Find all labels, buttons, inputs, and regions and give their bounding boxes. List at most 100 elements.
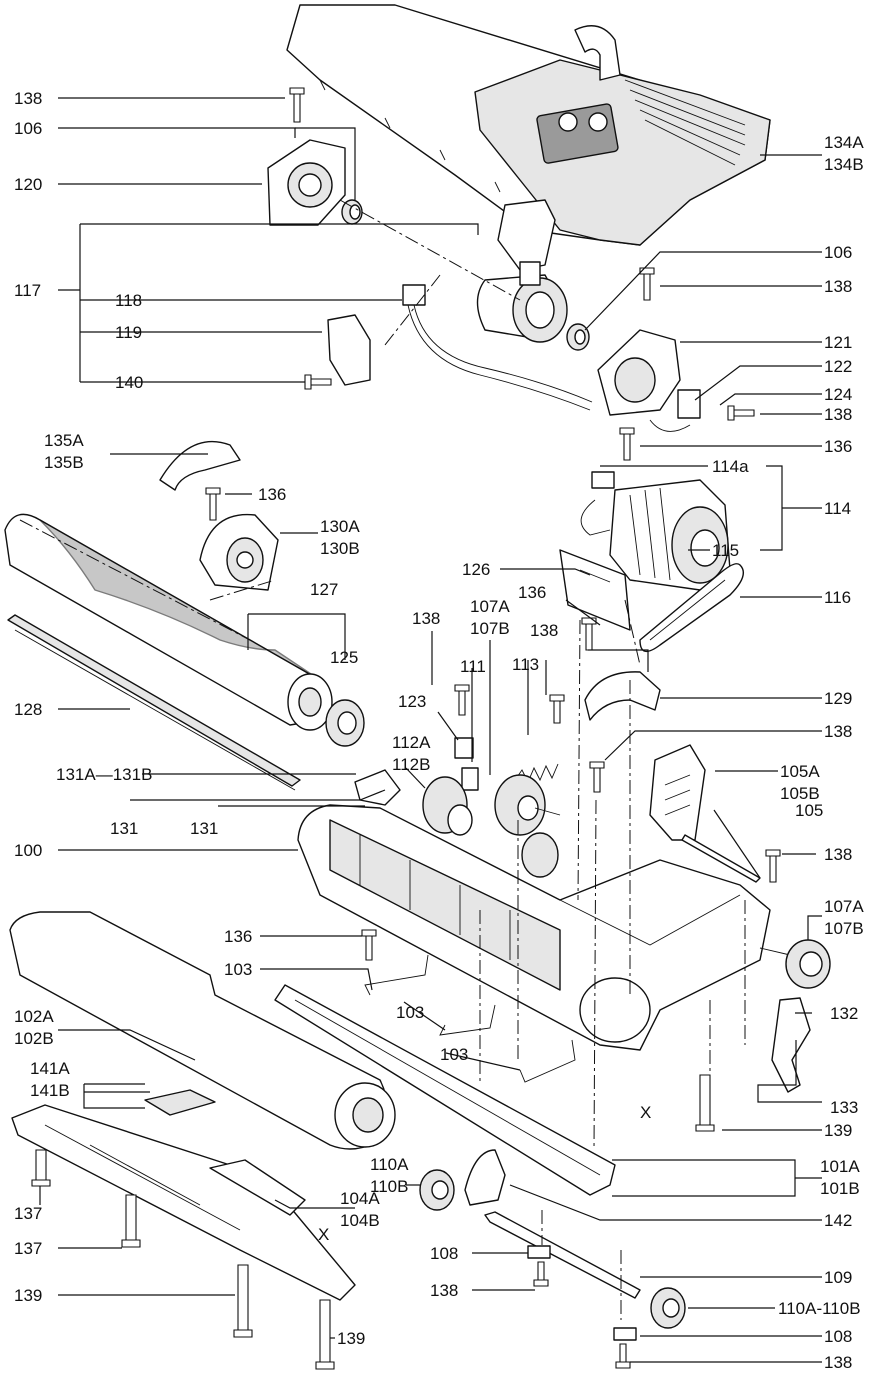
wire-103-b	[439, 1004, 496, 1036]
label-115: 115	[712, 541, 739, 560]
axle-rod-109	[484, 1211, 641, 1299]
lower-plate-101	[274, 984, 616, 1196]
label-102a: 102A	[14, 1007, 54, 1026]
label-105a: 105A	[780, 762, 820, 781]
wheel-107-right	[759, 939, 831, 989]
label-130b: 130B	[320, 539, 360, 558]
label-104b: 104B	[340, 1211, 380, 1230]
clip-131	[354, 769, 401, 806]
fan-housing-part	[476, 199, 568, 343]
block-111	[461, 767, 479, 791]
wire-103-a	[364, 954, 429, 996]
bottom-plate-104	[11, 1104, 356, 1301]
side-plate-130	[199, 513, 279, 591]
left-bracket-part	[267, 139, 346, 226]
label-105b: 105B	[780, 784, 820, 803]
label-114: 114	[824, 499, 851, 518]
lever-132	[771, 997, 811, 1093]
label-140: 140	[115, 373, 143, 392]
label-112a: 112A	[392, 733, 431, 752]
label-138-bottom-right: 138	[824, 1353, 852, 1372]
label-138-center-left: 138	[412, 609, 440, 628]
wheel-carrier-142	[464, 1149, 506, 1206]
label-135b: 135B	[44, 453, 84, 472]
wire-103-c	[519, 1039, 576, 1083]
label-113: 113	[512, 655, 539, 674]
label-128: 128	[14, 700, 42, 719]
label-136-center: 136	[518, 583, 546, 602]
label-139-right: 139	[824, 1121, 852, 1140]
label-138-center: 138	[530, 621, 558, 640]
part-number-labels: 138 106 120 134A 134B 117 118 119 140 10…	[14, 89, 864, 1372]
label-132: 132	[830, 1004, 858, 1023]
clip-119	[327, 314, 371, 386]
spring-113	[514, 763, 559, 784]
label-141b: 141B	[30, 1081, 70, 1100]
label-138-right-3: 138	[824, 722, 852, 741]
wheel-112	[422, 776, 473, 836]
bumper-102	[9, 911, 396, 1150]
label-111: 111	[460, 657, 486, 676]
pad-108-b	[613, 1327, 637, 1341]
label-136-right: 136	[824, 437, 852, 456]
label-108-top: 108	[430, 1244, 458, 1263]
label-122: 122	[824, 357, 852, 376]
axle-105	[681, 834, 761, 883]
label-139-bottom: 139	[337, 1329, 365, 1348]
label-107b-right: 107B	[824, 919, 864, 938]
wheel-110-right	[650, 1287, 686, 1329]
label-119: 119	[115, 323, 142, 342]
label-138-bottom-center: 138	[430, 1281, 458, 1300]
leader-lines	[39, 97, 822, 1363]
base-chassis-100	[297, 804, 771, 1051]
label-129: 129	[824, 689, 852, 708]
label-118: 118	[115, 291, 142, 310]
label-110a-left: 110A	[370, 1155, 409, 1174]
label-130a: 130A	[320, 517, 360, 536]
label-109: 109	[824, 1268, 852, 1287]
label-138-right-4: 138	[824, 845, 852, 864]
top-cover-part	[286, 4, 771, 246]
label-101b: 101B	[820, 1179, 860, 1198]
label-126: 126	[462, 560, 490, 579]
label-138-top-left: 138	[14, 89, 42, 108]
block-123	[454, 737, 474, 759]
label-125: 125	[330, 648, 358, 667]
label-107b-center: 107B	[470, 619, 510, 638]
brushroll-part	[4, 513, 333, 731]
label-x-lower: X	[318, 1225, 329, 1244]
end-cap-135	[159, 440, 241, 491]
label-124: 124	[824, 385, 852, 404]
label-121: 121	[824, 333, 852, 352]
label-103-a: 103	[224, 960, 252, 979]
label-101a: 101A	[820, 1157, 860, 1176]
right-bracket-part	[597, 329, 701, 432]
label-110a-110b-right: 110A-110B	[778, 1299, 861, 1318]
strip-brush-128	[7, 614, 301, 791]
label-137-bottom: 137	[14, 1239, 42, 1258]
label-120: 120	[14, 175, 42, 194]
label-110b-left: 110B	[370, 1177, 408, 1196]
screws	[31, 87, 781, 1370]
label-131-right: 131	[190, 819, 218, 838]
connector-118	[402, 284, 593, 411]
label-102b: 102B	[14, 1029, 54, 1048]
label-117: 117	[14, 281, 41, 300]
label-138-right-2: 138	[824, 405, 852, 424]
bearing-106-right	[566, 323, 590, 351]
label-104a: 104A	[340, 1189, 380, 1208]
label-142: 142	[824, 1211, 852, 1230]
label-136-lower: 136	[224, 927, 252, 946]
motor-part	[580, 471, 731, 591]
pedal-105	[649, 744, 706, 841]
label-127: 127	[310, 580, 338, 599]
label-106-right: 106	[824, 243, 852, 262]
label-136-upper-left: 136	[258, 485, 286, 504]
label-112b: 112B	[392, 755, 430, 774]
label-123: 123	[398, 692, 426, 711]
label-x-center: X	[640, 1103, 651, 1122]
wheel-110-left	[419, 1169, 455, 1211]
label-141a: 141A	[30, 1059, 70, 1078]
label-100: 100	[14, 841, 42, 860]
